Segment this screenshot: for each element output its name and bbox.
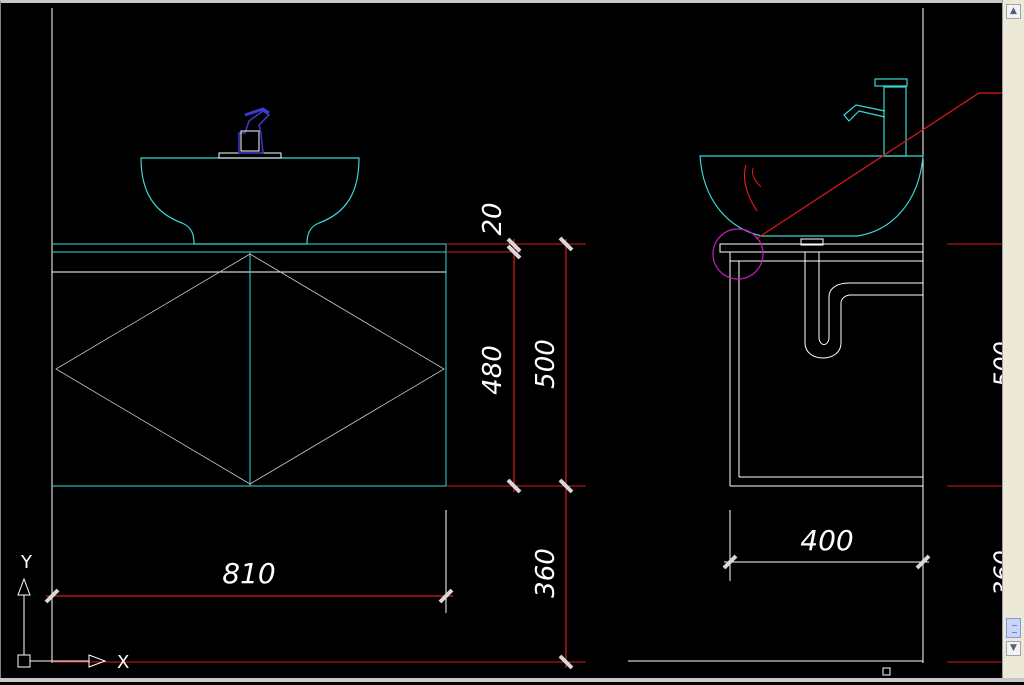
scroll-up-arrow-icon[interactable]: ▲ bbox=[1006, 4, 1021, 19]
dim-text-360: 360 bbox=[531, 548, 561, 598]
dim-front-heights: 20 480 500 360 bbox=[52, 202, 586, 670]
dim-text-480: 480 bbox=[478, 345, 508, 395]
side-countertop bbox=[719, 238, 924, 262]
vertical-scrollbar[interactable]: ▲ ▼ bbox=[1002, 0, 1024, 682]
dim-text-400: 400 bbox=[800, 524, 853, 557]
dim-text-20: 20 bbox=[478, 202, 508, 235]
ucs-y-label: Y bbox=[20, 552, 33, 573]
ucs-x-label: X bbox=[117, 652, 129, 673]
detail-highlight-circle bbox=[712, 228, 764, 280]
side-basin-reflection bbox=[743, 164, 758, 212]
side-leader-line bbox=[755, 92, 980, 240]
front-elevation: 810 20 480 500 360 bbox=[44, 8, 586, 670]
scrollbar-thumb[interactable] bbox=[1006, 618, 1021, 638]
side-elevation: 400 500 360 bbox=[628, 8, 1017, 676]
front-cabinet bbox=[52, 252, 446, 487]
dim-side-depth: 400 bbox=[722, 510, 931, 581]
dim-text-810: 810 bbox=[222, 557, 275, 590]
side-cabinet bbox=[729, 252, 923, 487]
grip-icon bbox=[1012, 625, 1017, 633]
side-basin bbox=[699, 155, 924, 237]
cad-canvas[interactable]: 810 20 480 500 360 bbox=[1, 3, 1024, 685]
front-basin bbox=[140, 157, 360, 245]
scroll-down-arrow-icon[interactable]: ▼ bbox=[1006, 641, 1021, 656]
ucs-icon: Y X bbox=[17, 552, 129, 673]
side-p-trap bbox=[804, 252, 923, 359]
dim-text-500: 500 bbox=[531, 339, 561, 389]
front-countertop bbox=[52, 243, 447, 486]
grip-marker[interactable] bbox=[882, 667, 891, 676]
dim-front-width: 810 bbox=[44, 510, 454, 613]
side-faucet bbox=[843, 78, 908, 157]
front-faucet bbox=[218, 107, 282, 159]
horizontal-scrollbar-edge[interactable] bbox=[0, 678, 1024, 682]
